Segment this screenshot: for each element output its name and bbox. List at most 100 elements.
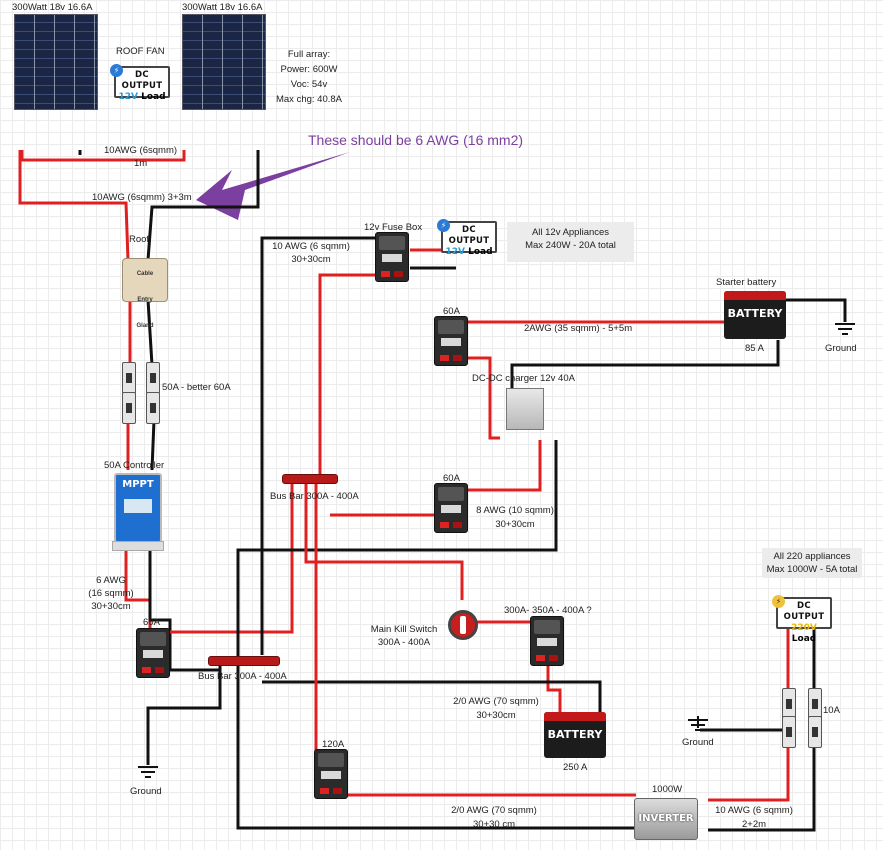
- wire-label-panel-link-len: 1m: [134, 158, 148, 169]
- mppt-terminals: [112, 541, 164, 551]
- ground-label-ac: Ground: [682, 737, 714, 748]
- lightning-icon: ⚡: [437, 219, 450, 232]
- ground-label-main: Ground: [130, 786, 162, 797]
- ac-out-len: 2+2m: [741, 819, 767, 830]
- appliances-220-line1: All 220 appliances: [773, 551, 851, 562]
- inverter-feed-len: 30+30 cm: [473, 819, 515, 830]
- pv-breaker-neg-2: [146, 392, 160, 424]
- wire-ac-neg: [708, 740, 816, 832]
- pv-breaker-label: 50A - better 60A: [162, 382, 231, 393]
- wire-starter-to-dcdc: [510, 340, 780, 395]
- wire-label-array-feed: 10AWG (6sqmm) 3+3m: [92, 192, 192, 203]
- wire-to-topbus: [168, 482, 294, 634]
- wire-starter-neg: [778, 298, 847, 322]
- wire-pv-link-pos: [20, 150, 186, 162]
- ac-breaker-neg-2: [808, 716, 822, 748]
- ac-breaker-pos-2: [782, 716, 796, 748]
- breaker-inverter-label: 120A: [322, 739, 345, 750]
- wire-gland-neg: [146, 299, 154, 366]
- wire-fusebox-pos: [318, 273, 385, 482]
- dcdc-out: 8 AWG (10 sqmm): [476, 505, 554, 516]
- kill-switch-label: Main Kill Switch 300A - 400A: [364, 623, 444, 649]
- wire-label-inverter-feed: 2/0 AWG (70 sqmm) 30+30 cm: [448, 804, 540, 832]
- breaker-controller: [136, 628, 170, 678]
- wire-label-battery: 2/0 AWG (70 sqmm) 30+30cm: [450, 695, 542, 723]
- dcdc-out-len: 30+30cm: [495, 519, 535, 530]
- breaker-starter-label: 60A: [443, 306, 460, 317]
- ground-symbol-main: [138, 766, 158, 778]
- inverter: INVERTER: [634, 798, 698, 840]
- appliances-220-load-word: Load: [791, 634, 817, 644]
- starter-battery-rating: 85 A: [745, 343, 765, 354]
- breaker-inverter: [314, 749, 348, 799]
- wire-label-controller-out: 6 AWG (16 sqmm) 30+30cm: [84, 574, 138, 613]
- pv-breaker-pos-2: [122, 392, 136, 424]
- appliances-12v-line2: Max 240W - 20A total: [525, 240, 616, 251]
- kill-switch-label1: Main Kill Switch: [370, 624, 438, 635]
- annotation-text: These should be 6 AWG (16 mm2): [308, 132, 524, 148]
- lightning-icon: ⚡: [110, 64, 123, 77]
- wire-label-starter: 2AWG (35 sqmm) - 5+5m: [524, 323, 633, 334]
- wire-label-panel-link: 10AWG (6sqmm): [104, 145, 178, 156]
- main-battery-rating: 250 A: [563, 762, 588, 773]
- inverter-feed: 2/0 AWG (70 sqmm): [451, 805, 537, 816]
- roof-fan-label: ROOF FAN: [116, 46, 165, 57]
- appliances-12v-note: All 12v Appliances Max 240W - 20A total: [507, 222, 634, 262]
- breaker-controller-label: 60A: [143, 617, 160, 628]
- breaker-dcdc-label: 60A: [443, 473, 460, 484]
- gland-text-2: Entry: [137, 297, 153, 303]
- wire-pv-pos-feed: [18, 150, 130, 261]
- wire-ctrl-neg: [148, 548, 220, 672]
- bus-bar-top: [282, 474, 338, 484]
- full-array-voc: Voc: 54v: [290, 79, 328, 90]
- fuse-box-feed: 10 AWG (6 sqmm): [272, 241, 350, 252]
- starter-battery-name: BATTERY: [727, 307, 783, 320]
- fuse-box-feed-len: 30+30cm: [291, 254, 331, 265]
- solar-panel-left: [14, 14, 98, 110]
- wire-fusebox-neg: [260, 236, 378, 655]
- wire-ac-pos: [708, 740, 790, 802]
- fuse-box-load: ⚡ DC OUTPUT 12V Load: [437, 219, 497, 257]
- roof-fan-load-word: Load: [141, 92, 166, 102]
- roof-fan-load-title: DC OUTPUT: [121, 70, 163, 91]
- controller-label: 50A Controller: [104, 460, 165, 471]
- dcdc-label: DC-DC charger 12v 40A: [472, 373, 575, 384]
- inverter-label: 1000W: [652, 784, 683, 795]
- appliances-12v-line1: All 12v Appliances: [531, 227, 610, 238]
- ac-breaker-label: 10A: [823, 705, 840, 716]
- bus-bar-bottom-label: Bus Bar 300A - 400A: [198, 671, 287, 682]
- wire-bus-battery-neg: [262, 680, 602, 715]
- bus-bar-top-label: Bus Bar 300A - 400A: [270, 491, 359, 502]
- controller-out-2: (16 sqmm): [88, 588, 134, 599]
- mppt-name: MPPT: [122, 479, 154, 490]
- gland-text-3: Gland: [136, 323, 154, 329]
- ground-label-starter: Ground: [825, 343, 857, 354]
- panel-left-label: 300Watt 18v 16.6A: [12, 2, 93, 13]
- ac-out: 10 AWG (6 sqmm): [715, 805, 793, 816]
- fuse-box-load-word: Load: [468, 247, 493, 257]
- panel-right-label: 300Watt 18v 16.6A: [182, 2, 263, 13]
- wire-inverter-neg: [236, 820, 636, 830]
- bus-bar-bottom: [208, 656, 280, 666]
- wire-breaker-battery: [546, 665, 562, 715]
- annotation-arrow: [196, 152, 350, 220]
- mppt-controller: MPPT: [112, 473, 164, 551]
- breaker-battery-main: [530, 616, 564, 666]
- full-array-info: Full array: Power: 600W Voc: 54v Max chg…: [268, 47, 350, 107]
- appliances-220-line2: Max 1000W - 5A total: [766, 564, 858, 575]
- wire-pv-neg-feed: [146, 150, 260, 261]
- wire-dcdc-out-pos: [466, 440, 542, 492]
- fuse-box-load-title: DC OUTPUT: [448, 225, 490, 246]
- full-array-max-chg: Max chg: 40.8A: [275, 94, 342, 105]
- wire-60a-to-dcdc: [466, 356, 500, 440]
- appliances-220-load-voltage: 220V: [791, 623, 817, 633]
- wire-bus-ground: [146, 665, 222, 765]
- controller-out-3: 30+30cm: [91, 601, 131, 612]
- gland-text-1: Cable: [136, 271, 154, 277]
- appliances-220-load-title: DC OUTPUT: [783, 601, 825, 622]
- starter-battery-label: Starter battery: [716, 277, 777, 288]
- roof-label: Roof: [129, 234, 150, 245]
- fuse-box: [375, 232, 409, 282]
